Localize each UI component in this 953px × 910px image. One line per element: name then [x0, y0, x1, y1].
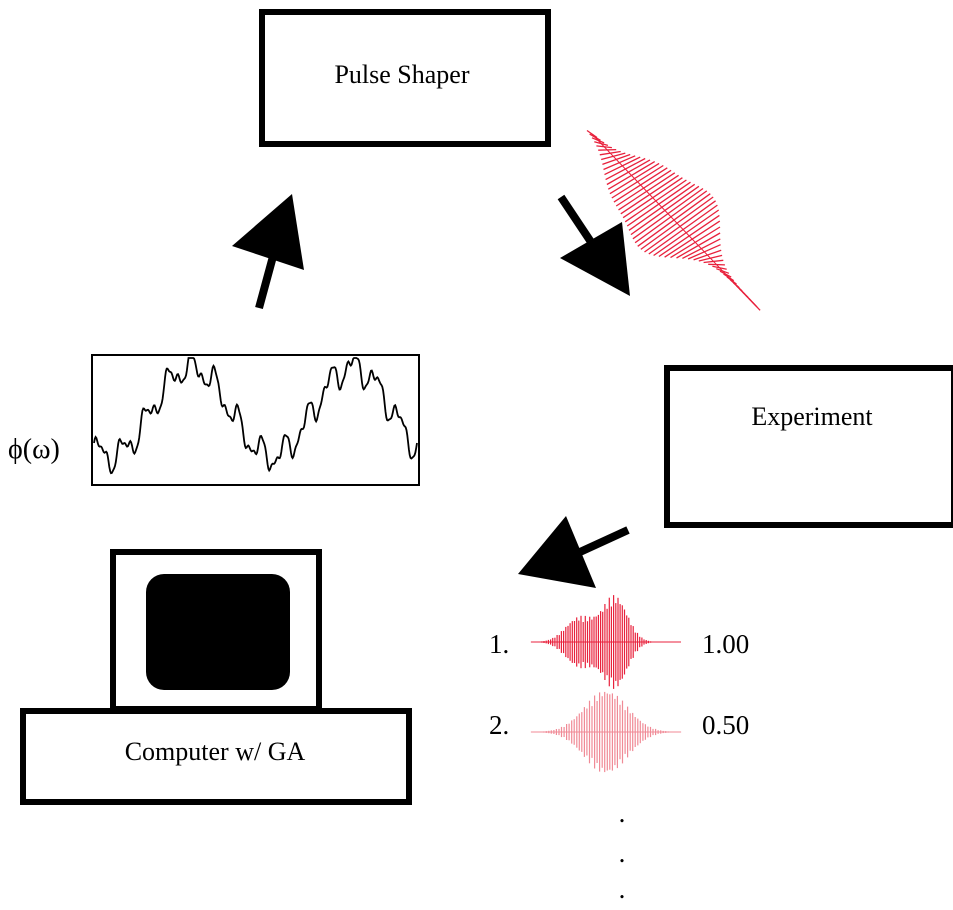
phase-curve [93, 357, 418, 475]
pulse-shaper-node: Pulse Shaper [259, 9, 551, 147]
ellipsis-dot: . [619, 874, 626, 904]
ranking-score: 0.50 [702, 710, 749, 740]
arrow-shaper-to-experiment [557, 194, 630, 296]
ellipsis-dot: . [619, 798, 626, 828]
pulse-baseline [591, 133, 757, 307]
ranking-item: 2. 0.50 [489, 691, 749, 773]
phase-label: ϕ(ω) [8, 434, 60, 465]
computer-screen-icon [146, 574, 290, 690]
arrow-experiment-to-ranking [518, 516, 630, 588]
pulse-shaper-box [259, 9, 551, 147]
ranking-rank: 2. [489, 710, 509, 740]
arrow-computer-to-shaper [232, 194, 304, 310]
arrow-down-left-icon [518, 516, 596, 588]
experiment-box [664, 365, 953, 528]
ellipsis-dot: . [619, 838, 626, 868]
computer-node: Computer w/ GA [20, 549, 412, 805]
pulse-1-icon [530, 595, 681, 689]
arrow-up-icon [232, 194, 304, 270]
phase-plot-frame [91, 354, 420, 486]
ranking-rank: 1. [489, 629, 509, 659]
ranking-list: 1. 1.00 2. 0.50 . . . [489, 595, 749, 904]
computer-base-box [20, 708, 412, 805]
shaped-pulse-icon [586, 129, 761, 311]
pulse-2-icon [530, 691, 682, 773]
experiment-node: Experiment [664, 365, 953, 528]
ranking-score: 1.00 [702, 629, 749, 659]
arrow-down-right-icon [560, 222, 630, 296]
computer-label: Computer w/ GA [125, 737, 306, 766]
experiment-label: Experiment [751, 402, 873, 431]
ranking-item: 1. 1.00 [489, 595, 749, 689]
phase-plot: ϕ(ω) [8, 354, 420, 486]
pulse-shaper-label: Pulse Shaper [334, 60, 469, 89]
